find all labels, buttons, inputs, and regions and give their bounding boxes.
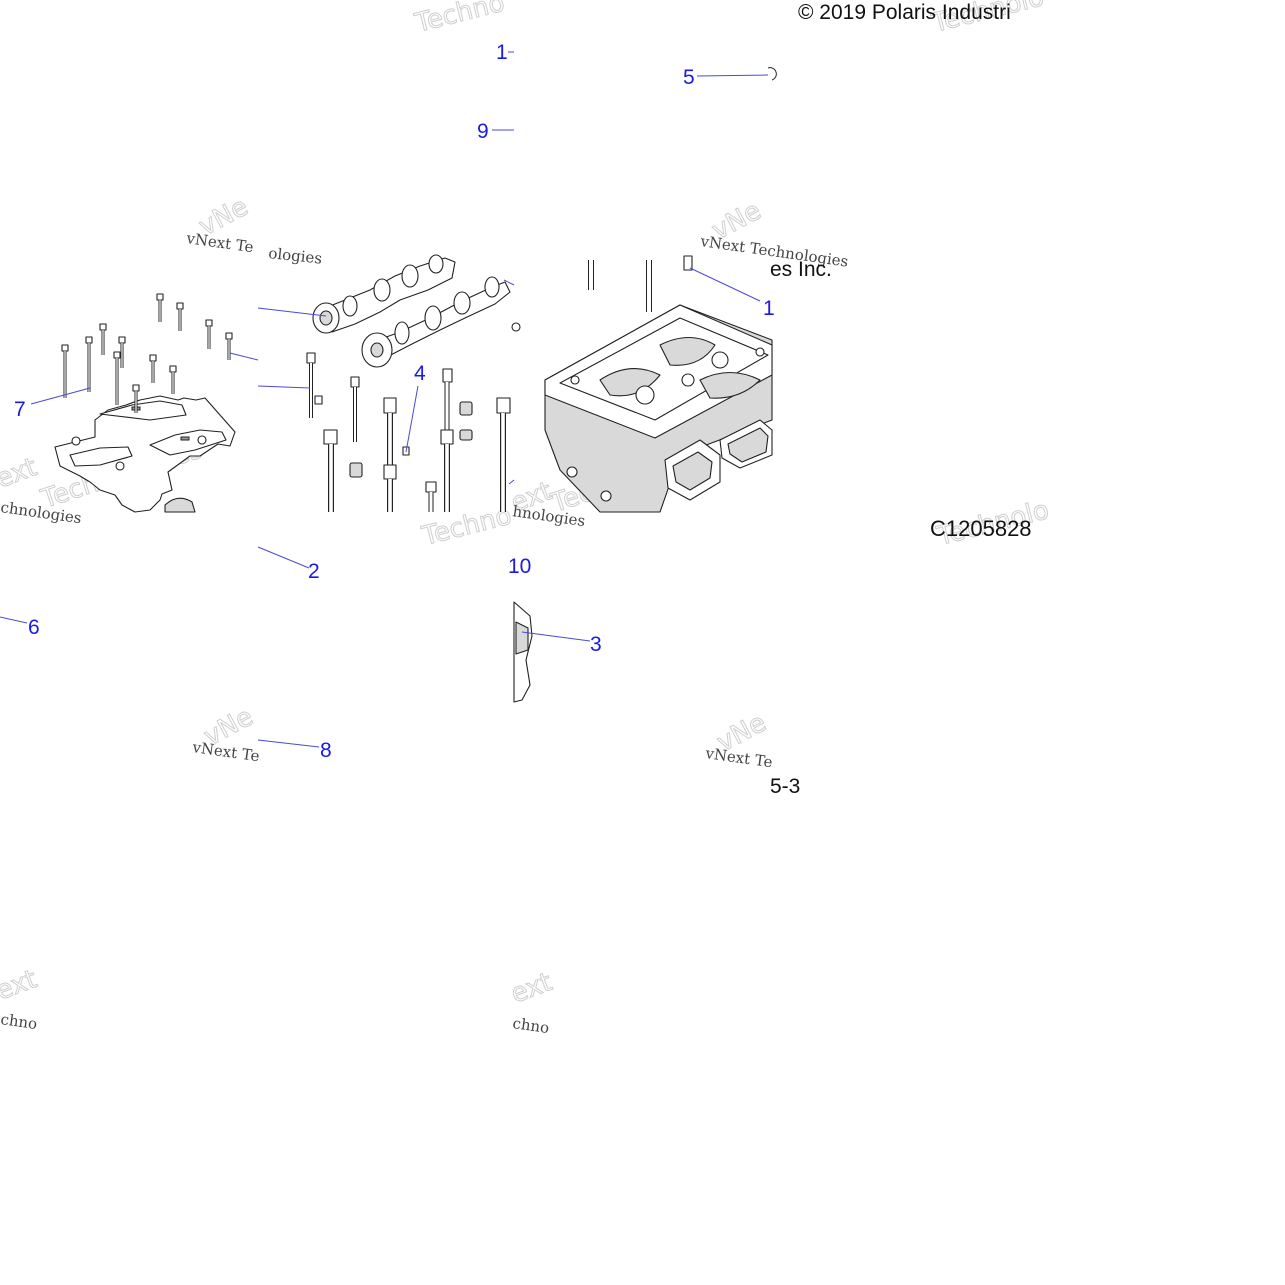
callout-2: 2 xyxy=(308,560,320,583)
head-bolts xyxy=(306,352,511,512)
watermark: ologies xyxy=(268,244,323,268)
watermark: ext xyxy=(507,967,556,1009)
cylinder-head xyxy=(511,255,773,513)
callout-7: 7 xyxy=(14,398,26,421)
watermark: ext xyxy=(0,964,41,1006)
copyright-text: © 2019 Polaris Industri xyxy=(798,1,1011,24)
watermark-layer: Techno Technolo vNext Te vNe ologies vNe… xyxy=(0,0,1053,1037)
callout-8: 8 xyxy=(320,739,332,762)
watermark: ext xyxy=(0,452,41,494)
figure-code: C1205828 xyxy=(930,516,1032,541)
callout-10: 10 xyxy=(508,555,531,578)
callout-1-head: 1 xyxy=(763,297,775,320)
watermark: chno xyxy=(0,1010,38,1033)
cam-cap-bolts xyxy=(61,293,233,413)
head-gasket-fragment xyxy=(513,601,533,703)
callout-9: 9 xyxy=(477,120,489,143)
watermark: chno xyxy=(511,1014,550,1037)
company-fragment: es Inc. xyxy=(770,258,832,281)
page-fragment: 5-3 xyxy=(770,775,800,798)
watermark: Techno xyxy=(411,0,507,39)
tile-gaps xyxy=(258,0,514,257)
callout-3: 3 xyxy=(590,633,602,656)
callout-5: 5 xyxy=(683,66,695,89)
callout-4: 4 xyxy=(414,362,426,385)
leader-lines xyxy=(0,51,777,748)
callout-1-top: 1 xyxy=(496,41,508,64)
callout-6: 6 xyxy=(28,616,40,639)
callout-numbers: 1 1 2 3 4 5 6 7 8 9 10 xyxy=(14,41,775,762)
camshafts xyxy=(312,254,511,368)
